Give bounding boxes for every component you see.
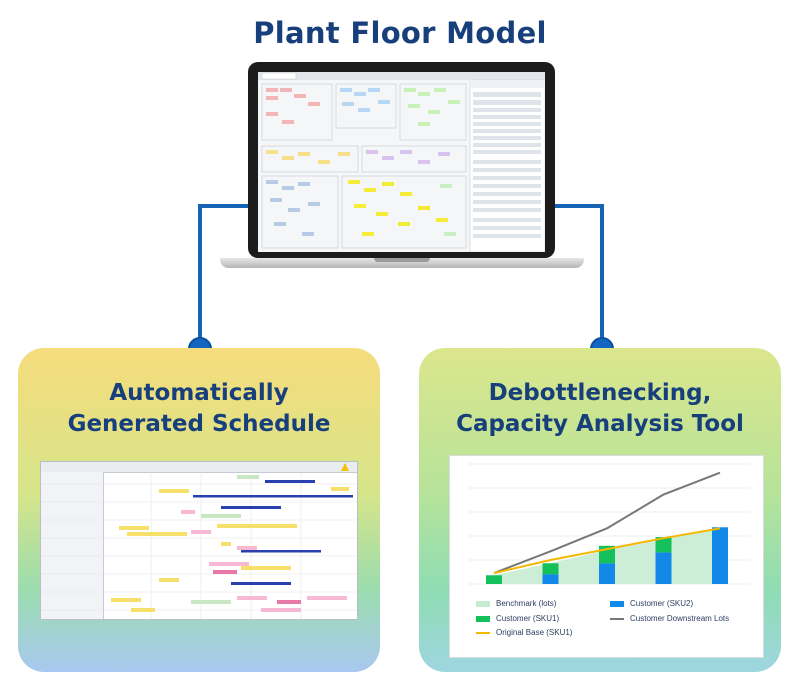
laptop <box>220 62 584 272</box>
legend-downstream-swatch <box>610 618 624 620</box>
gantt-header <box>41 462 357 473</box>
gantt-bars <box>41 472 357 619</box>
legend-benchmark-label: Benchmark (lots) <box>496 599 557 608</box>
left-connector-horizontal <box>198 204 254 208</box>
legend-sku2-label: Customer (SKU2) <box>630 599 694 608</box>
legend-original-label: Original Base (SKU1) <box>496 628 573 637</box>
downstream-line <box>493 471 721 575</box>
capacity-chart <box>468 463 750 585</box>
sku2-bar <box>655 552 672 584</box>
laptop-notch <box>374 258 430 262</box>
sku1-bar <box>486 575 502 584</box>
original-base-line <box>493 527 721 575</box>
warning-icon <box>341 463 349 471</box>
schedule-panel-title: Automatically Generated Schedule <box>18 378 380 440</box>
capacity-title-line1: Debottlenecking, <box>488 380 712 406</box>
laptop-base <box>220 258 584 268</box>
sku1-bar <box>542 563 559 575</box>
schedule-title-line1: Automatically <box>109 380 289 406</box>
schedule-title-line2: Generated Schedule <box>67 411 331 437</box>
sku1-bar <box>655 537 672 553</box>
legend-original-swatch <box>476 632 490 634</box>
right-connector-vertical <box>600 204 604 344</box>
right-connector-horizontal <box>548 204 604 208</box>
legend-benchmark-swatch <box>476 601 490 607</box>
plant-floor-model-screen <box>258 72 545 252</box>
plant-floor-diagram <box>258 72 545 252</box>
sku2-bar <box>542 574 559 584</box>
capacity-chart-card: Benchmark (lots) Customer (SKU2) Custome… <box>449 455 764 658</box>
legend-sku1-swatch <box>476 616 490 622</box>
gantt-resource-column <box>41 472 104 619</box>
capacity-title-line2: Capacity Analysis Tool <box>456 411 744 437</box>
page-title: Plant Floor Model <box>253 16 547 50</box>
sku2-bar <box>712 527 728 584</box>
capacity-panel-title: Debottlenecking, Capacity Analysis Tool <box>419 378 781 440</box>
legend-downstream-label: Customer Downstream Lots <box>630 614 730 623</box>
legend-sku2-swatch <box>610 601 624 607</box>
left-connector-vertical <box>198 204 202 344</box>
schedule-gantt-chart <box>40 461 358 620</box>
legend-sku1-label: Customer (SKU1) <box>496 614 560 623</box>
sku2-bar <box>599 563 615 584</box>
